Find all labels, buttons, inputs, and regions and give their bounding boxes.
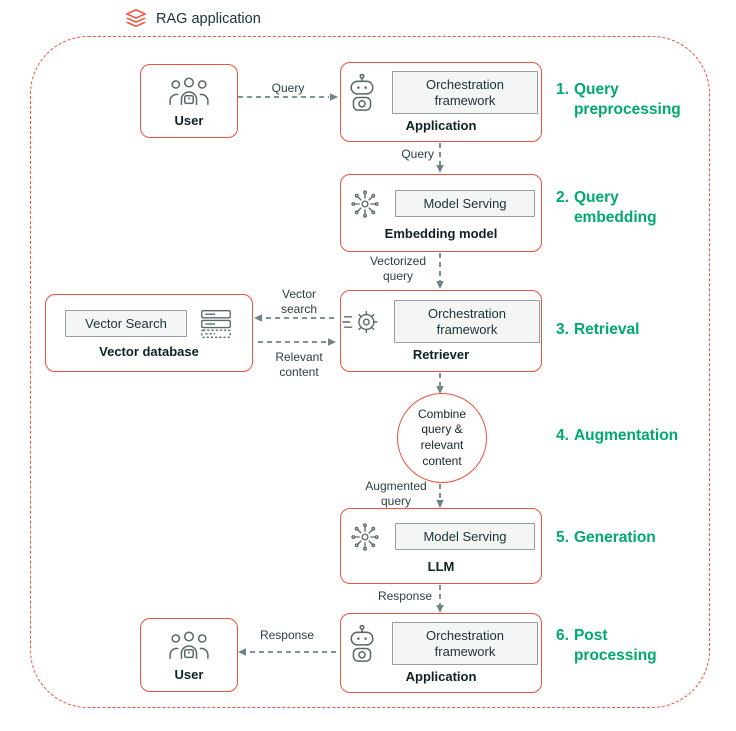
node-label-user: User: [174, 666, 204, 682]
arrowhead-user-to-application: [330, 93, 338, 101]
node-user-bottom: User: [140, 618, 238, 692]
arrowhead-application-to-user: [238, 648, 246, 656]
inner-box-orchestration-framework: Orchestration framework: [392, 70, 538, 115]
step-query-embedding: 2. Query embedding: [556, 188, 680, 228]
step-post-processing: 6. Post processing: [556, 626, 680, 666]
arrow-label-relevant-content: Relevant content: [275, 350, 323, 379]
arrowhead-vectordb-to-retriever: [328, 338, 336, 346]
arrow-label-vector-search: Vector search: [280, 287, 318, 316]
node-llm: Model Serving LLM: [340, 508, 542, 584]
ai-sparkle-icon: [351, 522, 379, 551]
step-number: 4.: [556, 427, 569, 444]
gear-speed-icon: [342, 310, 378, 333]
step-text: Augmentation: [573, 427, 679, 444]
users-icon: [169, 77, 209, 105]
robot-icon: [350, 624, 374, 662]
node-label-llm: LLM: [427, 558, 455, 574]
step-text: Generation: [573, 529, 656, 546]
node-label-vector-database: Vector database: [99, 343, 199, 359]
arrowhead-llm-to-application: [436, 605, 444, 613]
arrowhead-application-to-embedding: [436, 165, 444, 173]
inner-box-orchestration-framework: Orchestration framework: [394, 299, 540, 344]
node-content-row: Orchestration framework: [341, 70, 541, 115]
node-label-user: User: [174, 112, 204, 128]
step-text: Query preprocessing: [573, 81, 681, 118]
step-number: 1.: [556, 81, 569, 98]
diagram-header: RAG application: [124, 8, 261, 30]
node-label-embedding-model: Embedding model: [384, 225, 498, 241]
inner-box-model-serving: Model Serving: [395, 189, 535, 218]
arrowhead-retriever-to-vectordb: [254, 314, 262, 322]
ai-sparkle-icon: [351, 189, 379, 218]
step-text: Query embedding: [573, 189, 657, 226]
inner-box-orchestration-framework: Orchestration framework: [392, 621, 538, 666]
node-content-row: Model Serving: [341, 519, 541, 555]
node-application-bottom: Orchestration framework Application: [340, 613, 542, 693]
step-number: 5.: [556, 529, 569, 546]
databricks-logo-icon: [126, 9, 146, 28]
node-content-row: Model Serving: [341, 186, 541, 222]
step-number: 3.: [556, 321, 569, 338]
step-text: Post processing: [573, 627, 657, 664]
inner-box-vector-search: Vector Search: [65, 309, 187, 338]
arrowhead-embedding-to-retriever: [436, 281, 444, 289]
node-content-row: Orchestration framework: [341, 621, 541, 666]
inner-box-model-serving: Model Serving: [395, 522, 535, 551]
robot-icon: [350, 73, 374, 111]
node-label-retriever: Retriever: [412, 347, 470, 363]
arrow-label-query-down: Query: [401, 147, 434, 161]
node-embedding-model: Model Serving Embedding model: [340, 174, 542, 252]
arrow-label-response-down: Response: [377, 589, 432, 603]
rag-application-boundary: [30, 36, 710, 708]
step-retrieval: 3. Retrieval: [556, 320, 639, 340]
node-user-top: User: [140, 64, 238, 138]
arrow-label-vectorized-query: Vectorized query: [369, 254, 427, 283]
combine-label: Combine query & relevant content: [417, 406, 467, 468]
users-icon: [169, 631, 209, 659]
step-text: Retrieval: [573, 321, 640, 338]
node-content-row: Orchestration framework: [341, 299, 541, 344]
step-augmentation: 4. Augmentation: [556, 426, 678, 446]
node-combine: Combine query & relevant content: [397, 393, 487, 483]
node-application-top: Orchestration framework Application: [340, 62, 542, 142]
arrow-label-query-top: Query: [271, 81, 305, 95]
arrowhead-retriever-to-combine: [436, 386, 444, 394]
step-number: 6.: [556, 627, 569, 644]
arrowhead-combine-to-llm: [436, 500, 444, 508]
node-content-row: Vector Search: [46, 308, 252, 340]
step-query-preprocessing: 1. Query preprocessing: [556, 80, 681, 120]
step-generation: 5. Generation: [556, 528, 656, 548]
node-label-application: Application: [405, 118, 477, 134]
node-retriever: Orchestration framework Retriever: [340, 290, 542, 372]
database-stack-icon: [201, 309, 231, 338]
step-number: 2.: [556, 189, 569, 206]
node-label-application: Application: [405, 669, 477, 685]
node-vector-database: Vector Search Vector database: [45, 294, 253, 372]
diagram-title: RAG application: [156, 11, 261, 27]
arrow-label-augmented-query: Augmented query: [365, 479, 427, 508]
arrow-label-response-left: Response: [259, 628, 315, 642]
